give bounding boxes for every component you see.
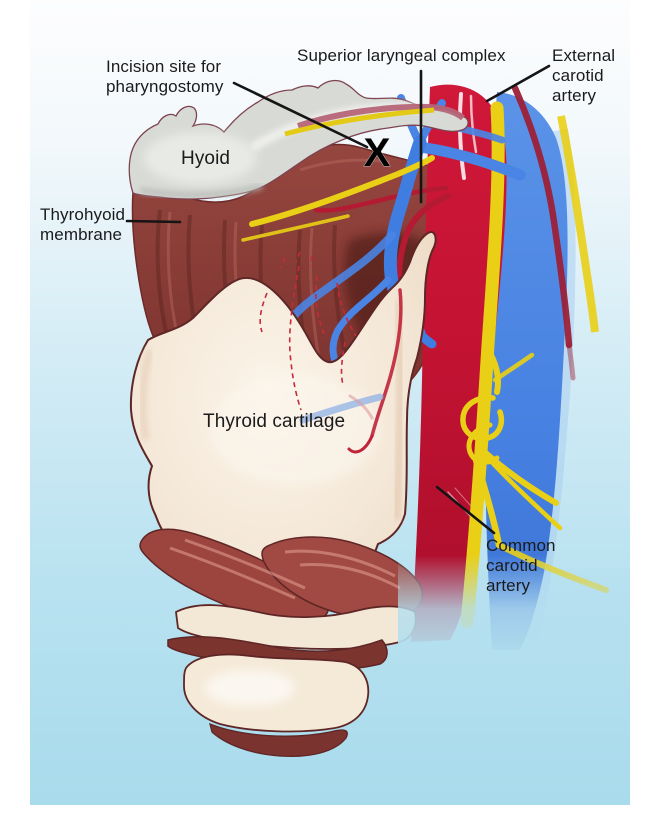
- trachea-lower-tissue: [209, 722, 348, 758]
- deep-maroon-vessel: [511, 84, 576, 381]
- label-common-carotid-artery: Common carotid artery: [486, 536, 556, 595]
- lower-larynx-and-trachea: [139, 528, 424, 758]
- label-thyroid-cartilage: Thyroid cartilage: [203, 411, 346, 432]
- nerve-yellow-group: [460, 101, 609, 629]
- label-hyoid: Hyoid: [181, 148, 231, 169]
- label-thyrohyoid-membrane: Thyrohyoid membrane: [40, 205, 126, 244]
- hyoid-bone-shape: [128, 79, 469, 200]
- leader-thyrohyoid-membrane: [125, 219, 182, 224]
- nerve-along-hyoid: [284, 107, 435, 137]
- leader-common-carotid: [435, 485, 496, 535]
- label-superior-laryngeal-complex: Superior laryngeal complex: [297, 46, 506, 65]
- incision-x-marker: X: [364, 131, 391, 175]
- internal-jugular-vein-shape: [484, 92, 568, 650]
- far-right-nerve: [557, 115, 599, 333]
- carotid-artery-shape: [411, 84, 507, 642]
- leader-external-carotid: [485, 64, 551, 103]
- vessel-fade-overlay: [398, 555, 630, 663]
- vessels-over-cartilage: [299, 288, 403, 454]
- label-incision-site: Incision site for pharyngostomy: [106, 57, 224, 96]
- superior-laryngeal-complex-vessels: [241, 94, 451, 380]
- leader-lines: [125, 64, 551, 535]
- dashed-vessel-lines: [259, 251, 357, 411]
- leader-incision-site: [232, 81, 369, 149]
- label-external-carotid-artery: External carotid artery: [552, 46, 616, 105]
